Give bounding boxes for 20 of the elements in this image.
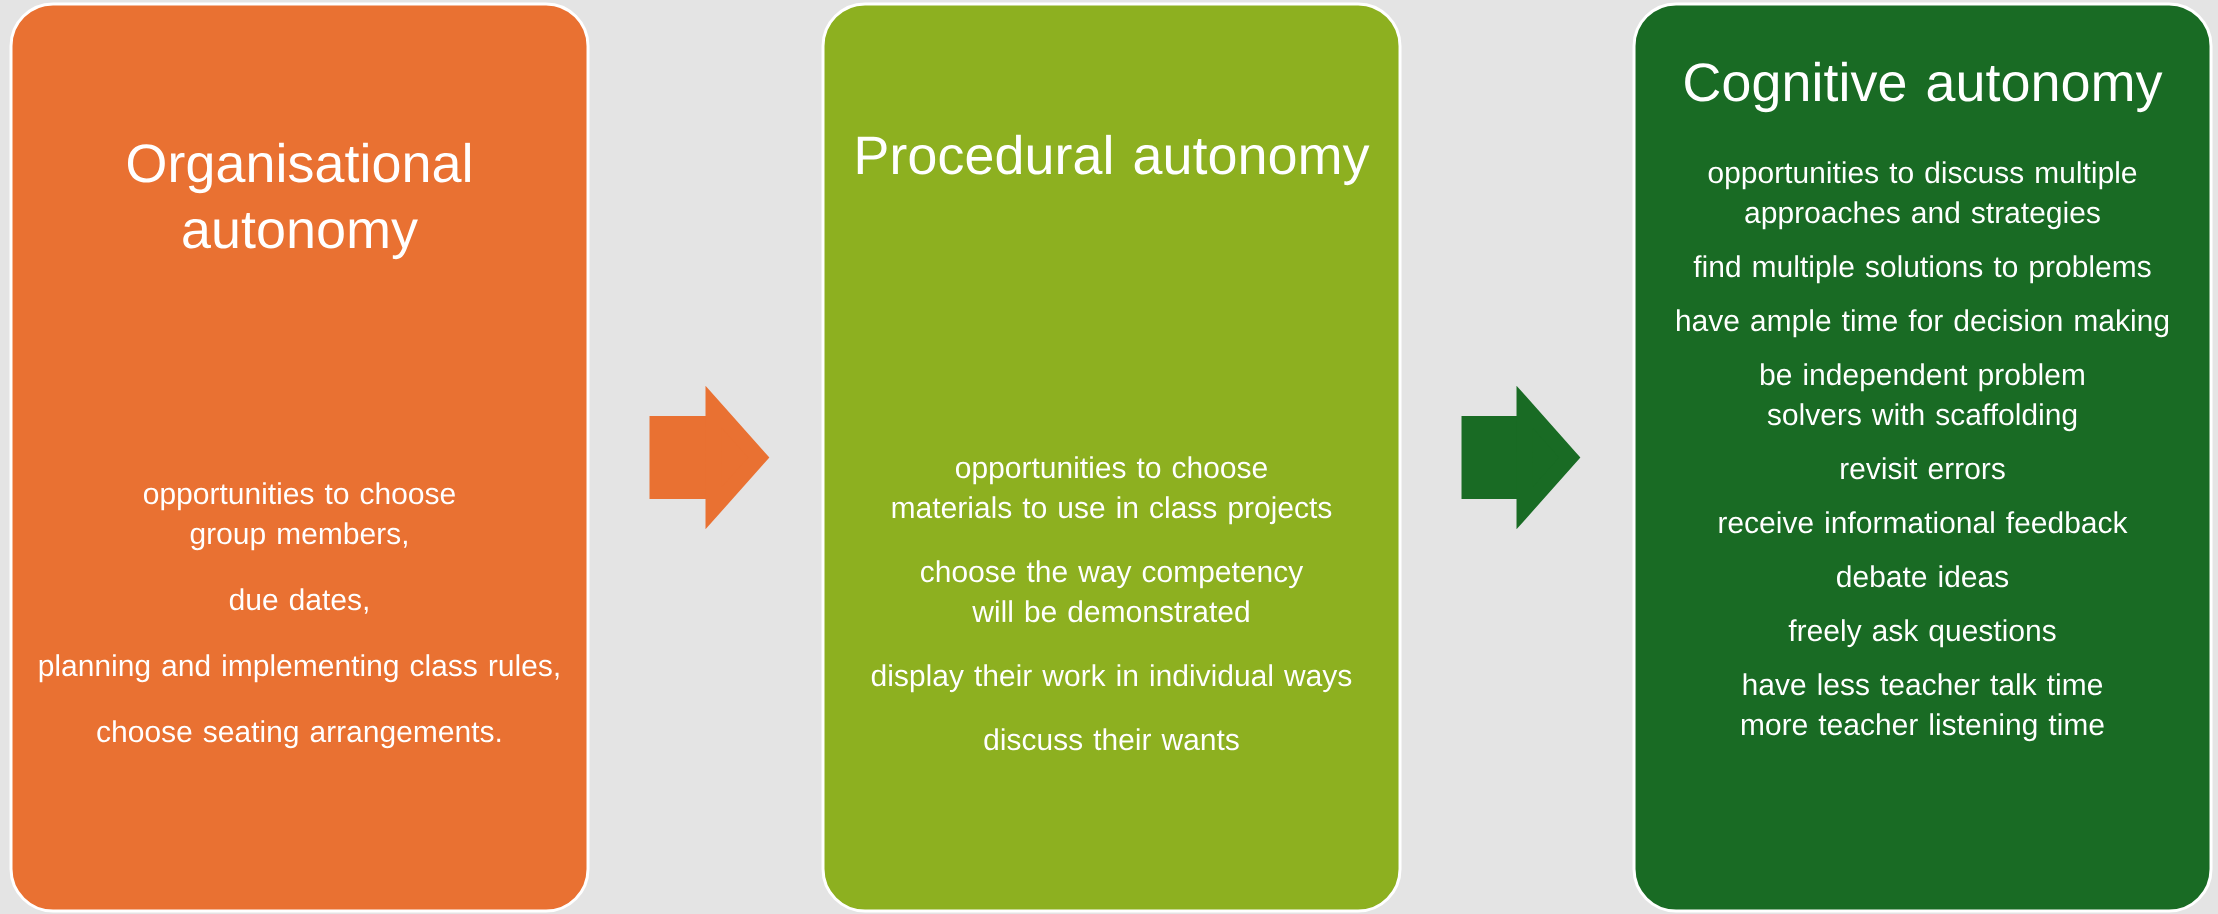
item-text: find multiple solutions to problems: [1693, 255, 2151, 284]
item-text: planning and implementing class rules,: [39, 654, 559, 683]
item-text: opportunities to discuss multiple approaches and strategies: [1708, 161, 2137, 230]
item-text: receive informational feedback: [1719, 511, 2128, 534]
item-text: be independent problem solvers with scaffolding: [1761, 363, 2084, 432]
item-text: have less teacher talk time more teacher listening time: [1741, 673, 2104, 742]
item-text: have ample time for decision making: [1677, 309, 2169, 338]
item-text: display their work in individual ways: [871, 664, 1352, 693]
item-text: choose the way competency will be demonstrated: [921, 560, 1304, 623]
box-heading: Cognitive autonomy: [1685, 61, 2163, 113]
item-text: choose seating arrangements.: [97, 720, 501, 749]
item-text: freely ask questions: [1788, 619, 2056, 648]
box-heading: Organisational autonomy: [127, 142, 470, 260]
item-text: discuss their wants: [984, 728, 1239, 751]
item-text: opportunities to choose group members,: [144, 482, 455, 551]
item-text: opportunities to choose materials to use in class projects: [892, 456, 1332, 525]
item-text: debate ideas: [1837, 565, 2009, 588]
item-text: revisit errors: [1841, 457, 2005, 480]
box-heading: Procedural autonomy: [857, 134, 1370, 186]
item-text: due dates,: [229, 588, 368, 614]
